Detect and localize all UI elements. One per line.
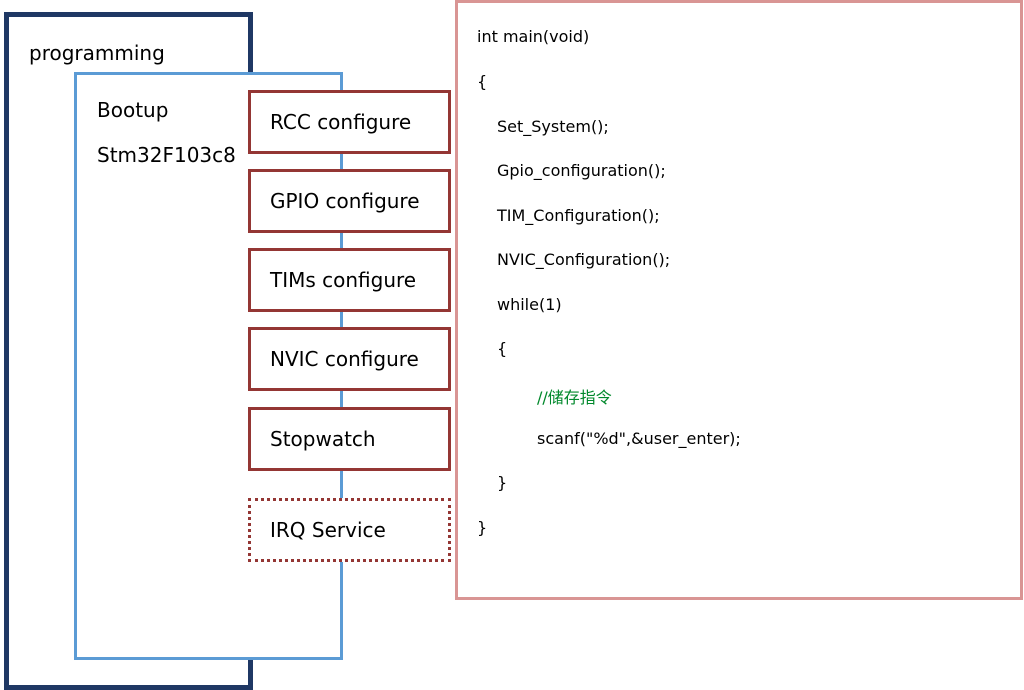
code-line: scanf("%d",&user_enter); <box>537 429 741 448</box>
code-line: } <box>497 473 508 492</box>
step-stopwatch: Stopwatch <box>248 407 451 471</box>
code-line: int main(void) <box>477 27 590 46</box>
step-label: TIMs configure <box>270 268 417 292</box>
step-irq-service: IRQ Service <box>248 498 451 562</box>
step-label: GPIO configure <box>270 189 420 213</box>
step-rcc-configure: RCC configure <box>248 90 451 154</box>
code-comment: //储存指令 <box>537 388 612 407</box>
step-tims-configure: TIMs configure <box>248 248 451 312</box>
programming-label: programming <box>29 41 165 65</box>
code-line: { <box>497 339 508 358</box>
code-line: NVIC_Configuration(); <box>497 250 671 269</box>
code-line: Set_System(); <box>497 117 609 136</box>
code-panel: int main(void) { Set_System(); Gpio_conf… <box>455 0 1023 600</box>
code-line: Gpio_configuration(); <box>497 161 666 180</box>
step-label: RCC configure <box>270 110 412 134</box>
step-label: IRQ Service <box>270 518 386 542</box>
chip-label: Stm32F103c8 <box>97 143 236 167</box>
step-nvic-configure: NVIC configure <box>248 327 451 391</box>
bootup-label: Bootup <box>97 98 169 122</box>
step-label: Stopwatch <box>270 427 376 451</box>
code-line: TIM_Configuration(); <box>497 206 660 225</box>
code-line: { <box>477 72 488 91</box>
code-line: while(1) <box>497 295 562 314</box>
step-gpio-configure: GPIO configure <box>248 169 451 233</box>
code-line: } <box>477 518 488 537</box>
step-label: NVIC configure <box>270 347 419 371</box>
